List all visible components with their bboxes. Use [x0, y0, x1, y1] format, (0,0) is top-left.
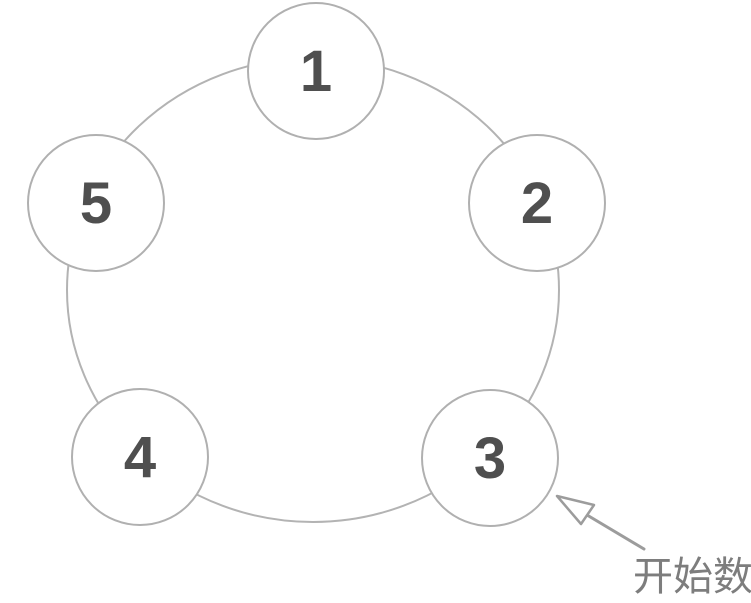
- nodes-layer: 1 2 3 4 5: [27, 2, 606, 527]
- node-circle: [71, 388, 209, 526]
- node-1: 1: [247, 2, 385, 140]
- node-4: 4: [71, 388, 209, 526]
- node-2: 2: [468, 134, 606, 272]
- node-circle: [247, 2, 385, 140]
- node-circle: [468, 134, 606, 272]
- node-number: 5: [80, 171, 112, 236]
- node-number: 3: [474, 426, 506, 491]
- node-number: 2: [521, 171, 553, 236]
- arrow-line: [585, 513, 646, 551]
- node-number: 4: [124, 425, 156, 490]
- annotation: 开始数: [555, 494, 751, 599]
- node-number: 1: [300, 39, 332, 104]
- arrow-head-icon: [555, 494, 596, 526]
- node-3: 3: [421, 389, 559, 527]
- node-circle: [421, 389, 559, 527]
- node-circle: [27, 134, 165, 272]
- node-5: 5: [27, 134, 165, 272]
- start-counting-label: 开始数: [633, 555, 751, 599]
